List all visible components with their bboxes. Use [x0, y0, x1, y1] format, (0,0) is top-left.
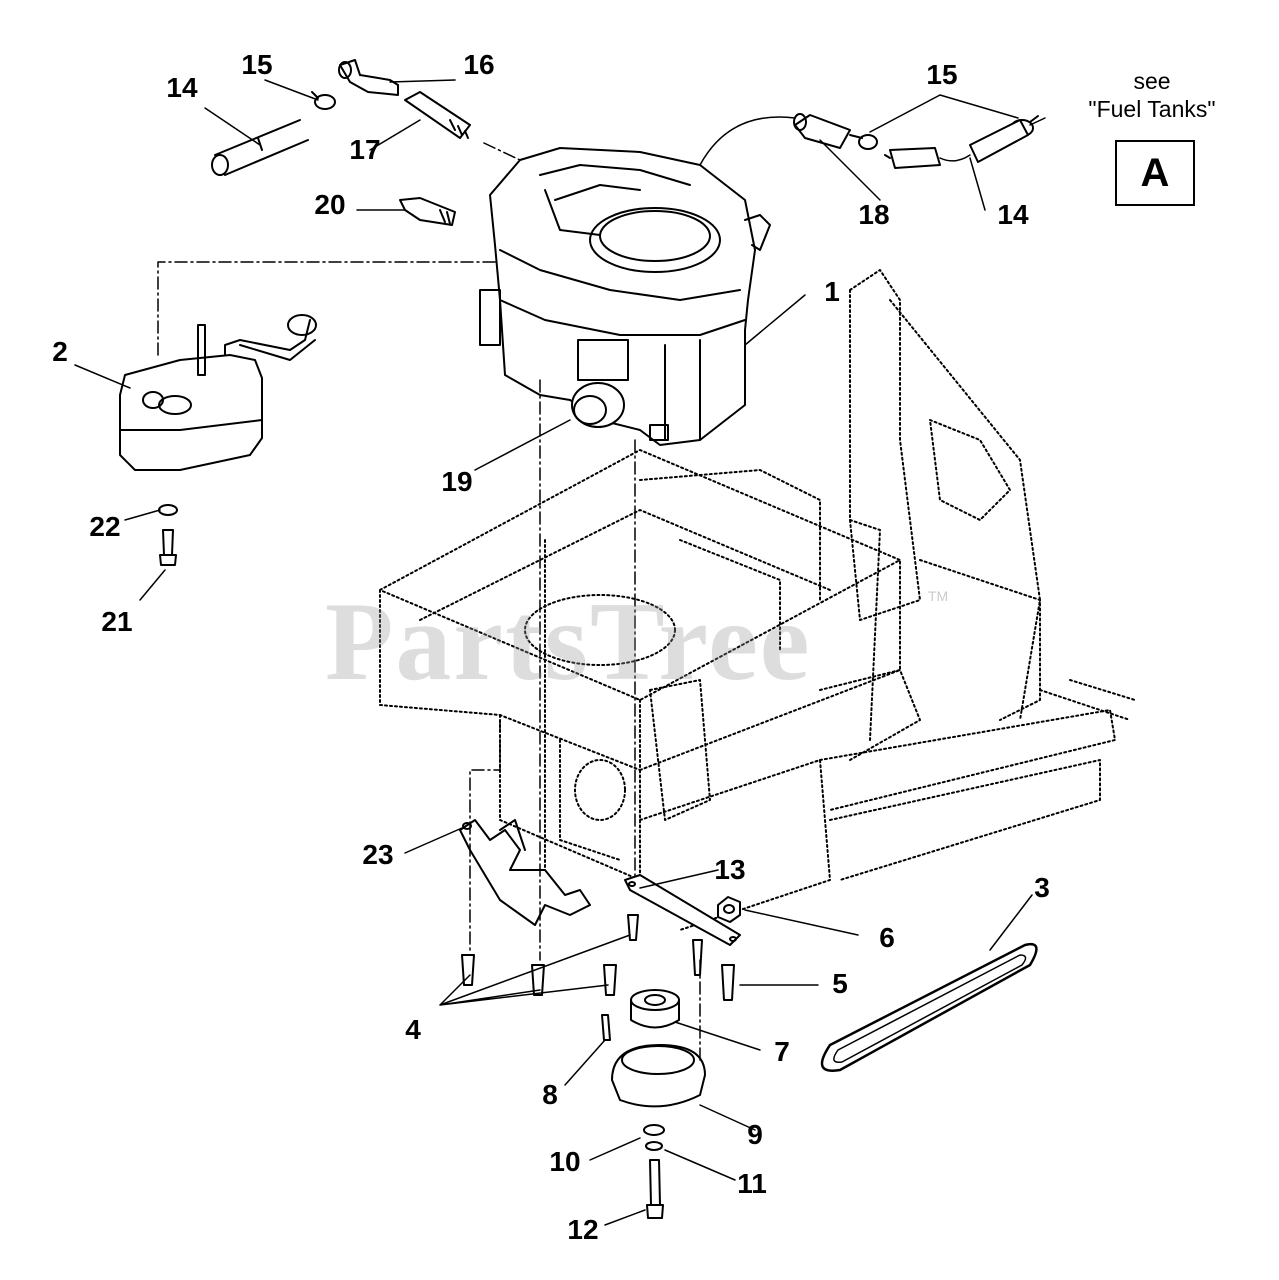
callout-16: 16 [463, 49, 495, 80]
note-line-1: see [1133, 68, 1171, 94]
hex-nut [717, 896, 741, 923]
watermark-trademark: TM [928, 588, 949, 604]
bolts [461, 914, 735, 1001]
callout-12: 12 [567, 1214, 599, 1245]
callout-14-right: 14 [997, 199, 1029, 230]
engine [479, 147, 771, 446]
callout-6: 6 [879, 922, 895, 953]
engine-mount-bracket [459, 819, 591, 926]
callout-13: 13 [714, 854, 746, 885]
roll-pin [601, 1014, 611, 1041]
callout-3: 3 [1034, 872, 1050, 903]
callout-23: 23 [362, 839, 394, 870]
assembly-lines [157, 142, 701, 1061]
fuel-elbow-fitting [338, 59, 399, 96]
washers [643, 1124, 665, 1151]
spacer [630, 989, 680, 1029]
bottom-bolt [646, 1159, 664, 1219]
callout-4: 4 [405, 1014, 421, 1045]
callout-18: 18 [858, 199, 890, 230]
leader-lines [74, 79, 1046, 1226]
fuel-filter [793, 113, 863, 149]
callout-19: 19 [441, 466, 473, 497]
isolator-mount [611, 1044, 706, 1108]
callout-11: 11 [737, 1168, 767, 1199]
mower-frame [379, 269, 1136, 931]
spark-plug [399, 197, 456, 226]
callout-20: 20 [314, 189, 346, 220]
callout-7: 7 [774, 1036, 790, 1067]
callout-17: 17 [349, 134, 381, 165]
callout-5: 5 [832, 968, 848, 999]
fuel-line-adapter [404, 91, 471, 139]
callout-10: 10 [549, 1146, 581, 1177]
callout-15-right: 15 [926, 59, 958, 90]
callout-22: 22 [89, 511, 121, 542]
fuel-hose-right [884, 119, 1029, 169]
reference-box: A [1115, 140, 1195, 206]
note-line-2: "Fuel Tanks" [1088, 95, 1216, 122]
drive-belt [820, 942, 1038, 1072]
muffler-hardware [158, 504, 178, 566]
callout-15-left: 15 [241, 49, 273, 80]
callout-21: 21 [101, 606, 133, 637]
hose-clamp-left [311, 91, 336, 110]
callout-1: 1 [824, 276, 840, 307]
callout-14-left: 14 [166, 72, 198, 103]
muffler [119, 314, 317, 471]
callout-9: 9 [747, 1119, 763, 1150]
callout-8: 8 [542, 1079, 558, 1110]
fuel-hose-left [211, 119, 309, 176]
callout-2: 2 [52, 336, 68, 367]
fuel-tanks-note: see "Fuel Tanks" [1088, 68, 1215, 123]
bracket-plate [624, 874, 741, 946]
watermark: PartsTree [325, 580, 812, 704]
